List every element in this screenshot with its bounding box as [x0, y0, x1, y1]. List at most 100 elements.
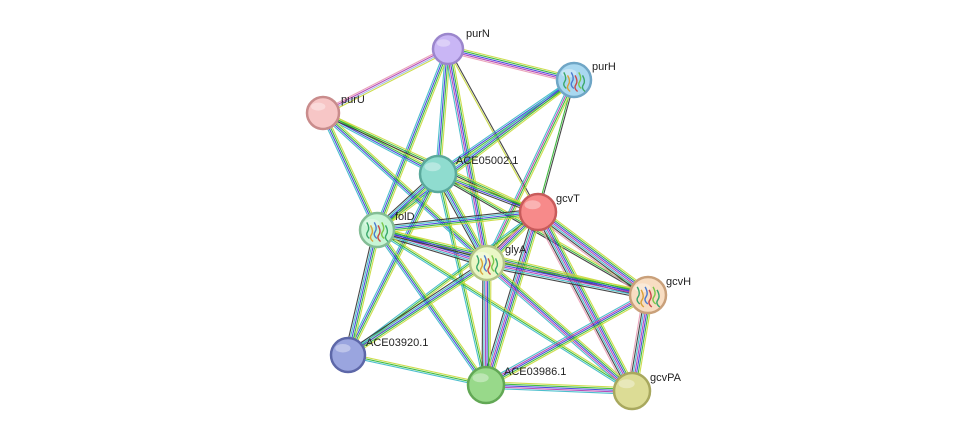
node-highlight	[472, 373, 489, 383]
edge-strand-cyan	[346, 210, 538, 355]
edge-gcvT-gcvPA[interactable]	[533, 209, 637, 394]
edge-strand-purple	[485, 263, 632, 393]
edge-strand-pink	[321, 46, 448, 112]
node-purN[interactable]: purN	[431, 28, 490, 66]
edge-strand-purple	[484, 293, 648, 385]
edge-gcvT-ACE03986.1[interactable]	[481, 210, 543, 387]
node-circle[interactable]	[358, 211, 396, 249]
structure-strand	[483, 255, 488, 273]
edge-glyA-gcvH[interactable]	[486, 258, 649, 300]
edge-gcvH-ACE03986.1[interactable]	[484, 291, 650, 389]
edge-purN-purH[interactable]	[447, 45, 575, 84]
edge-purU-glyA[interactable]	[321, 110, 489, 266]
edge-strand-yellow	[446, 49, 538, 213]
node-ACE03986.1[interactable]: ACE03986.1	[466, 365, 566, 405]
node-highlight	[618, 379, 635, 389]
edge-strand-green	[377, 229, 488, 385]
edge-glyA-ACE03920.1[interactable]	[345, 259, 490, 359]
edge-strand-green	[323, 112, 379, 230]
edge-folD-ACE03920.1[interactable]	[344, 229, 381, 356]
edge-folD-ACE03986.1[interactable]	[374, 228, 489, 387]
structure-strand	[562, 72, 567, 90]
structure-strand	[648, 289, 653, 308]
edge-strand-cyan	[486, 264, 648, 298]
structure-strand	[490, 255, 495, 273]
node-gcvT[interactable]: gcvT	[518, 192, 580, 232]
edge-glyA-gcvPA[interactable]	[484, 260, 635, 394]
edge-strand-cyan	[484, 291, 647, 383]
node-gcvH[interactable]: gcvH	[628, 275, 691, 315]
edge-strand-blue	[347, 262, 488, 356]
edge-strand-black	[481, 262, 484, 385]
edge-strand-cyan	[376, 209, 538, 229]
edge-folD-gcvPA[interactable]	[375, 228, 634, 393]
edge-strand-blue	[447, 48, 575, 81]
node-label: ACE05002.1	[456, 155, 518, 167]
edge-strand-green	[487, 212, 541, 386]
protein-structure-icon	[636, 286, 661, 308]
structure-strand	[574, 75, 579, 93]
node-circle[interactable]	[612, 371, 652, 411]
node-circle[interactable]	[518, 192, 558, 232]
node-circle[interactable]	[628, 275, 668, 315]
node-folD[interactable]: folD	[358, 211, 415, 249]
edge-strand-yellow	[378, 49, 451, 232]
edge-strand-blue	[375, 230, 486, 386]
edge-ACE05002.1-ACE03920.1[interactable]	[345, 172, 441, 357]
node-circle[interactable]	[555, 61, 593, 99]
edge-strand-green	[487, 80, 576, 264]
node-label: ACE03986.1	[504, 366, 566, 378]
edge-purH-gcvT[interactable]	[536, 79, 576, 213]
edge-ACE03986.1-gcvPA[interactable]	[485, 381, 633, 395]
edge-strand-green	[536, 79, 574, 212]
edge-strand-blue	[436, 48, 448, 174]
edge-gcvT-folD[interactable]	[376, 208, 539, 234]
edge-ACE03920.1-ACE03986.1[interactable]	[347, 352, 487, 388]
edge-strand-yellow	[488, 260, 635, 390]
edge-strand-yellow	[348, 352, 487, 384]
structure-strand	[384, 225, 389, 243]
edge-strand-cyan	[485, 387, 632, 395]
edge-purU-folD[interactable]	[320, 111, 380, 232]
node-circle[interactable]	[418, 154, 458, 194]
edge-strand-blue	[321, 113, 377, 231]
structure-strand	[494, 258, 499, 276]
node-highlight	[524, 200, 541, 210]
edge-strand-green	[347, 211, 539, 356]
node-circle[interactable]	[305, 95, 341, 131]
node-purU[interactable]: purU	[305, 94, 365, 131]
edge-glyA-ACE03986.1[interactable]	[481, 262, 492, 386]
edge-strand-yellow	[348, 212, 540, 357]
edge-strand-green	[540, 210, 636, 390]
node-circle[interactable]	[468, 244, 506, 282]
node-gcvPA[interactable]: gcvPA	[612, 371, 682, 411]
edge-strand-yellow	[349, 174, 441, 357]
structure-strand	[373, 222, 378, 240]
node-glyA[interactable]: glyA	[468, 244, 527, 282]
edge-strand-green	[486, 295, 650, 387]
edge-purN-folD[interactable]	[374, 47, 451, 232]
structure-strand	[652, 286, 657, 305]
edge-purN-purU[interactable]	[321, 46, 450, 116]
edge-strand-green	[487, 263, 490, 386]
node-purH[interactable]: purH	[555, 61, 616, 99]
node-circle[interactable]	[329, 336, 367, 374]
edge-gcvT-ACE03920.1[interactable]	[346, 210, 540, 357]
edge-strand-purple	[537, 211, 649, 296]
edge-strand-cyan	[536, 212, 648, 297]
node-ACE03920.1[interactable]: ACE03920.1	[329, 336, 428, 374]
node-circle[interactable]	[466, 365, 506, 405]
protein-structure-icon	[365, 222, 389, 243]
node-ACE05002.1[interactable]: ACE05002.1	[418, 154, 518, 194]
edge-strand-green	[438, 49, 450, 175]
node-circle[interactable]	[431, 32, 465, 66]
node-label: gcvT	[556, 193, 580, 205]
edge-strand-yellow	[448, 45, 575, 78]
edge-strand-yellow	[350, 230, 381, 356]
structure-strand	[581, 75, 586, 93]
edge-gcvT-gcvH[interactable]	[534, 207, 652, 300]
edge-strand-green	[487, 261, 634, 391]
edge-strand-green	[377, 80, 575, 232]
edge-purH-glyA[interactable]	[484, 78, 577, 265]
